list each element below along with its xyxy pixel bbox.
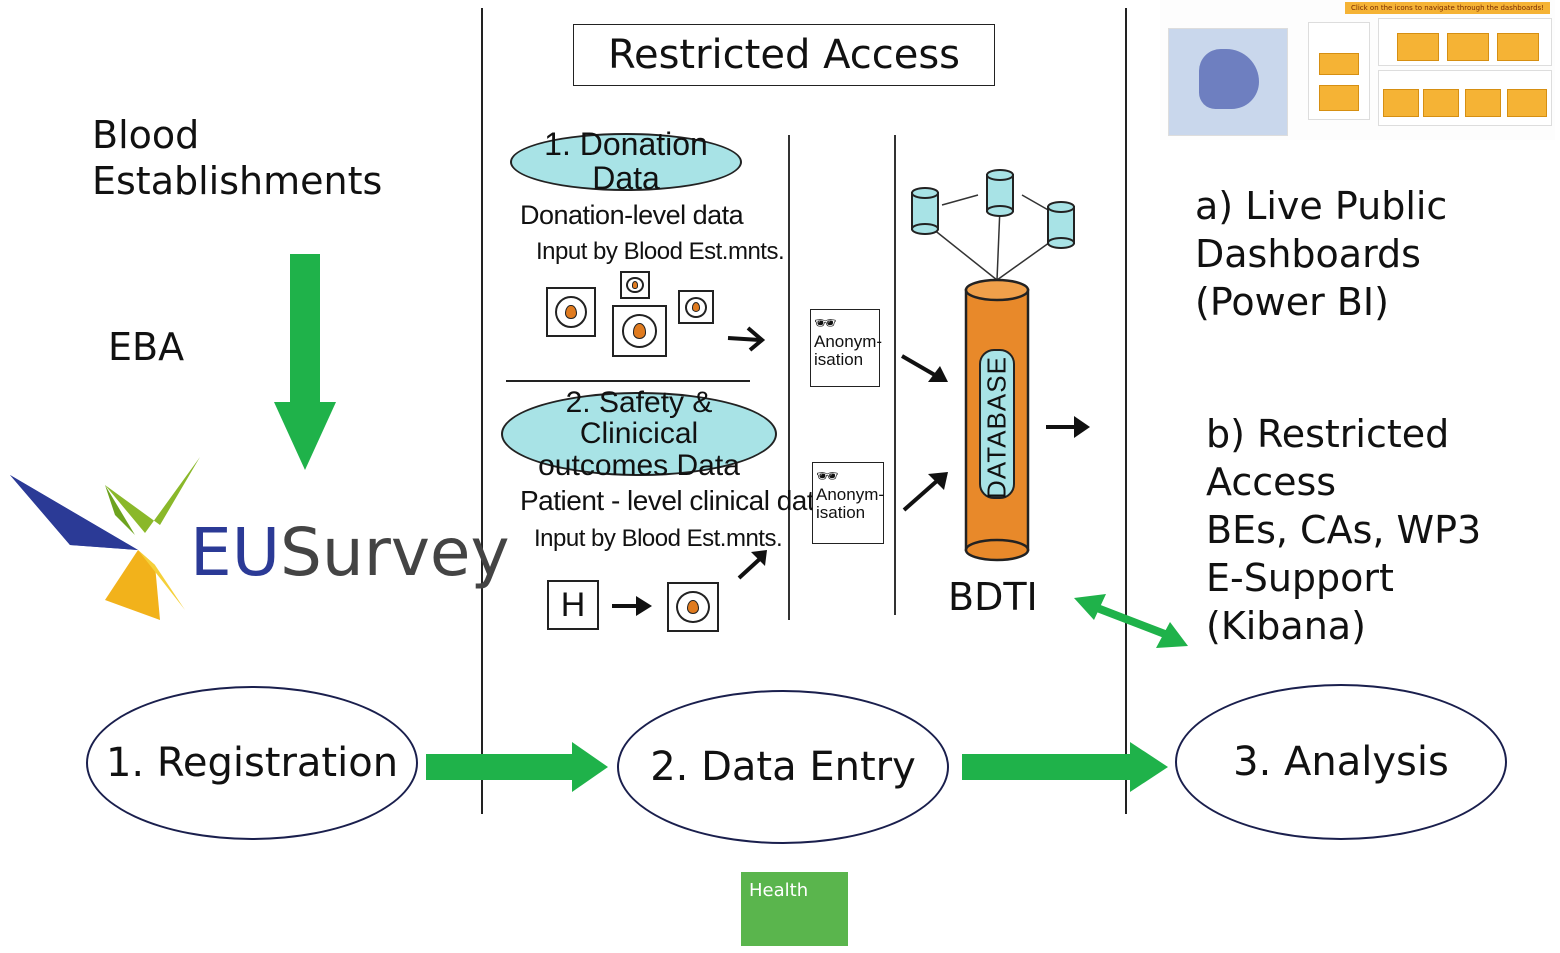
small-db-icon-2 <box>986 169 1014 217</box>
blood-bag-icon-3 <box>612 305 667 357</box>
database-cluster <box>911 169 1075 562</box>
blood-est-panel-preview <box>1378 18 1552 66</box>
donations-panel-preview <box>1308 22 1370 120</box>
dashboard-preview: Click on the icons to navigate through t… <box>1160 0 1555 140</box>
arrow-patient-up <box>737 550 767 580</box>
arrow-step1-to-step2 <box>426 742 608 792</box>
eusurvey-survey: Survey <box>280 514 510 591</box>
step-registration: 1. Registration <box>86 686 418 840</box>
blood-bag-icon-1 <box>546 287 596 337</box>
section-divider <box>506 380 750 382</box>
donation-level-text: Donation-level data <box>520 200 744 230</box>
double-arrow-bdti <box>1074 594 1188 648</box>
anonymisation-label-2: Anonym- isation <box>816 484 885 522</box>
safety-data-pill: 2. Safety & Clinicical outcomes Data <box>501 387 777 481</box>
map-preview <box>1168 28 1288 136</box>
glasses-icon: 🕶 <box>814 313 837 333</box>
main-database-icon <box>964 278 1030 562</box>
step-analysis: 3. Analysis <box>1175 684 1507 840</box>
arrow-anon2-to-db <box>902 472 948 512</box>
blood-bag-icon-5 <box>667 582 719 632</box>
arrow-db-right <box>1046 416 1090 438</box>
eusurvey-logo-text: EUSurvey <box>190 515 510 591</box>
down-arrow <box>274 254 336 470</box>
divider-left <box>481 8 483 814</box>
hospital-icon: H <box>547 580 599 630</box>
database-label: DATABASE <box>981 356 1012 499</box>
step-analysis-label: 3. Analysis <box>1233 739 1449 785</box>
step-data-entry: 2. Data Entry <box>617 690 949 844</box>
patient-level-text: Patient - level clinical data <box>520 485 830 516</box>
bdti-label: BDTI <box>948 575 1038 619</box>
divider-center-b <box>894 135 896 615</box>
hospital-letter: H <box>560 585 586 624</box>
step-data-entry-label: 2. Data Entry <box>650 744 916 790</box>
glasses-icon: 🕶 <box>816 466 839 486</box>
step-registration-label: 1. Registration <box>105 740 399 786</box>
arrow-hospital-to-bag <box>612 596 652 616</box>
blood-bag-icon-2 <box>620 271 650 299</box>
anonymisation-box-1: 🕶 Anonym- isation <box>810 309 883 387</box>
live-public-dashboards-label: a) Live Public Dashboards (Power BI) <box>1195 184 1448 324</box>
clinical-panel-preview <box>1378 70 1552 126</box>
restricted-access-kibana-label: b) Restricted Access BEs, CAs, WP3 E-Sup… <box>1206 412 1482 648</box>
small-db-icon-3 <box>1047 201 1075 249</box>
blood-bag-icon-4 <box>678 290 714 324</box>
small-db-icon-1 <box>911 187 939 235</box>
anonymisation-label-1: Anonym- isation <box>814 331 883 369</box>
divider-center-a <box>788 135 790 620</box>
donation-input-text: Input by Blood Est.mnts. <box>536 238 785 265</box>
dashboard-banner: Click on the icons to navigate through t… <box>1345 2 1550 14</box>
arrow-anon1-to-db <box>900 354 948 382</box>
blood-establishments-label: Blood Establishments <box>92 113 383 203</box>
divider-right <box>1125 8 1127 814</box>
donation-data-pill: 1. Donation Data <box>510 128 742 195</box>
health-badge: Health <box>741 872 848 946</box>
patient-input-text: Input by Blood Est.mnts. <box>534 525 783 552</box>
restricted-access-title: Restricted Access <box>573 24 995 86</box>
arrow-donation-right <box>727 326 766 352</box>
eusurvey-eu: EU <box>190 514 281 591</box>
anonymisation-box-2: 🕶 Anonym- isation <box>812 462 884 544</box>
eba-label: EBA <box>108 325 185 369</box>
eusurvey-logo-icon <box>10 457 200 620</box>
arrow-step2-to-step3 <box>962 742 1168 792</box>
